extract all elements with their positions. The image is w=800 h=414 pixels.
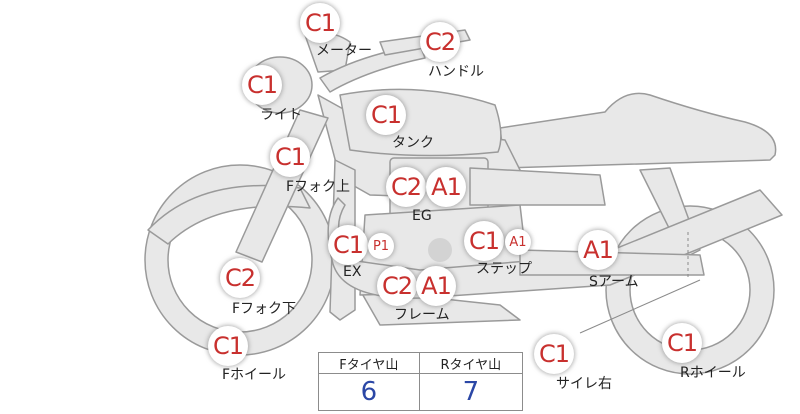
step-badge-a1: A1 — [505, 229, 531, 255]
tire-tread-table: Fタイヤ山 Rタイヤ山 6 7 — [318, 352, 524, 411]
r-wheel-label: Rホイール — [680, 365, 746, 381]
handle-badge-c2: C2 — [420, 22, 460, 62]
f-wheel-label: Fホイール — [222, 367, 287, 383]
ffork-upper-label: Fフォク上 — [286, 179, 351, 195]
s-arm-label: Sアーム — [589, 274, 639, 290]
ffork-upper-badge-c1: C1 — [270, 137, 310, 177]
eg-label: EG — [412, 208, 432, 224]
meter-label: メーター — [316, 43, 372, 59]
tank-label: タンク — [392, 135, 434, 151]
r-tire-header: Rタイヤ山 — [418, 352, 524, 374]
light-badge-c1: C1 — [242, 65, 282, 105]
r-tire-value: 7 — [418, 373, 524, 411]
s-arm-badge-a1: A1 — [578, 230, 618, 270]
silencer-r-badge-c1: C1 — [534, 334, 574, 374]
frame-badge-a1: A1 — [416, 266, 456, 306]
light-label: ライト — [260, 107, 302, 123]
r-wheel-badge-c1: C1 — [662, 323, 702, 363]
ex-label: EX — [343, 264, 362, 280]
frame-label: フレーム — [394, 307, 450, 323]
eg-badge-c2: C2 — [386, 167, 426, 207]
eg-badge-a1: A1 — [426, 167, 466, 207]
f-wheel-badge-c1: C1 — [208, 326, 248, 366]
step-label: ステップ — [476, 261, 532, 277]
meter-badge-c1: C1 — [300, 3, 340, 43]
ffork-lower-label: Fフォク下 — [232, 301, 297, 317]
ffork-lower-badge-c2: C2 — [220, 258, 260, 298]
silencer-r-label: サイレ右 — [556, 376, 612, 392]
ex-badge-p1: P1 — [368, 233, 394, 259]
f-tire-header: Fタイヤ山 — [318, 352, 420, 374]
handle-label: ハンドル — [428, 64, 484, 80]
f-tire-value: 6 — [318, 373, 420, 411]
step-badge-c1: C1 — [464, 221, 504, 261]
ex-badge-c1: C1 — [328, 225, 368, 265]
frame-badge-c2: C2 — [377, 266, 417, 306]
tank-badge-c1: C1 — [366, 95, 406, 135]
